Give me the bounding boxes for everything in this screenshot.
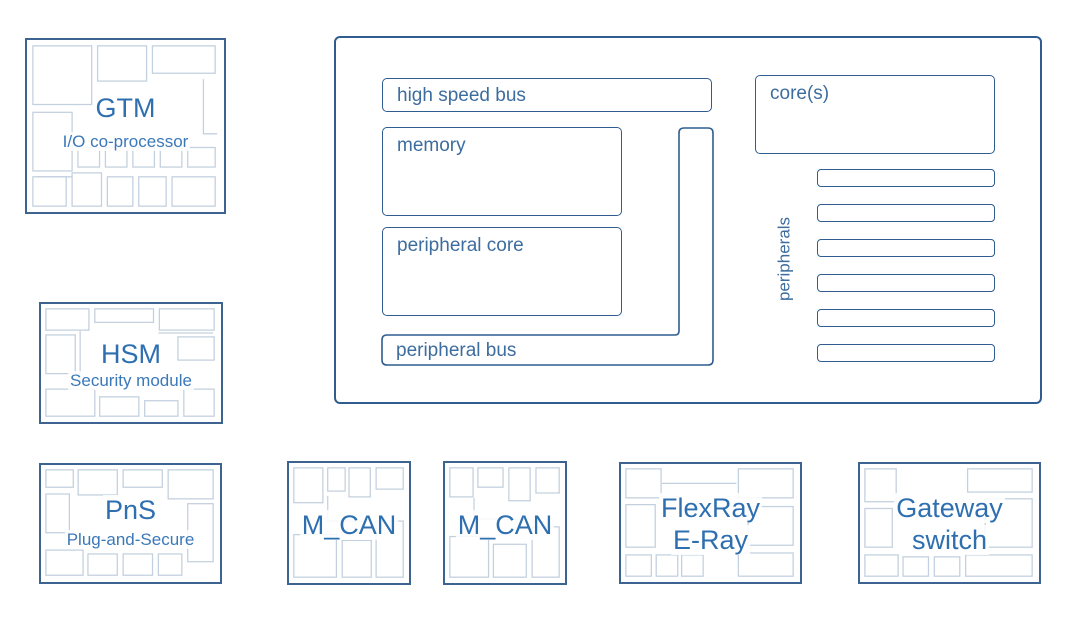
high-speed-bus-label: high speed bus — [397, 85, 526, 106]
hsm-subtitle: Security module — [68, 371, 194, 390]
pns-subtitle: Plug-and-Secure — [64, 530, 197, 549]
peripheral-slot — [817, 169, 995, 187]
high-speed-bus-block: high speed bus — [382, 78, 712, 112]
chip-texture-graphic — [45, 308, 215, 417]
hsm-module: HSM Security module — [39, 302, 223, 424]
gateway-switch-module: Gateway switch — [858, 462, 1041, 584]
peripheral-core-block: peripheral core — [382, 227, 622, 316]
chip-texture-graphic — [32, 45, 218, 207]
mcu-block-diagram: high speed bus memory peripheral core pe… — [334, 36, 1042, 404]
peripheral-bus-label: peripheral bus — [396, 340, 517, 361]
mcan2-title: M_CAN — [455, 510, 555, 540]
mcan-module-1: M_CAN — [287, 461, 411, 585]
flexray-line1: FlexRay — [658, 493, 763, 523]
gateway-line1: Gateway — [894, 493, 1005, 523]
peripheral-slot — [817, 344, 995, 362]
gtm-subtitle: I/O co-processor — [60, 132, 191, 151]
gateway-line2: switch — [909, 525, 989, 555]
hsm-title: HSM — [99, 339, 163, 369]
peripheral-slot — [817, 239, 995, 257]
peripherals-label: peripherals — [774, 216, 794, 302]
pns-module: PnS Plug-and-Secure — [39, 463, 222, 584]
pns-title: PnS — [102, 495, 159, 525]
peripheral-slot — [817, 274, 995, 292]
flexray-line2: E-Ray — [670, 525, 750, 555]
peripherals-label-wrap: peripherals — [775, 217, 794, 301]
mcan1-title: M_CAN — [299, 510, 399, 540]
mcan-module-2: M_CAN — [443, 461, 567, 585]
peripheral-slot — [817, 204, 995, 222]
gtm-module: GTM I/O co-processor — [25, 38, 226, 214]
cores-block: core(s) — [755, 75, 995, 154]
flexray-module: FlexRay E-Ray — [619, 462, 802, 584]
chip-texture-graphic — [864, 468, 1033, 577]
peripheral-slot — [817, 309, 995, 327]
cores-label: core(s) — [770, 83, 830, 104]
memory-label: memory — [397, 135, 466, 156]
chip-texture-graphic — [625, 468, 794, 577]
peripheral-core-label: peripheral core — [397, 235, 524, 256]
gtm-title: GTM — [93, 93, 158, 123]
memory-block: memory — [382, 127, 622, 216]
peripheral-bus-shape — [381, 127, 714, 366]
